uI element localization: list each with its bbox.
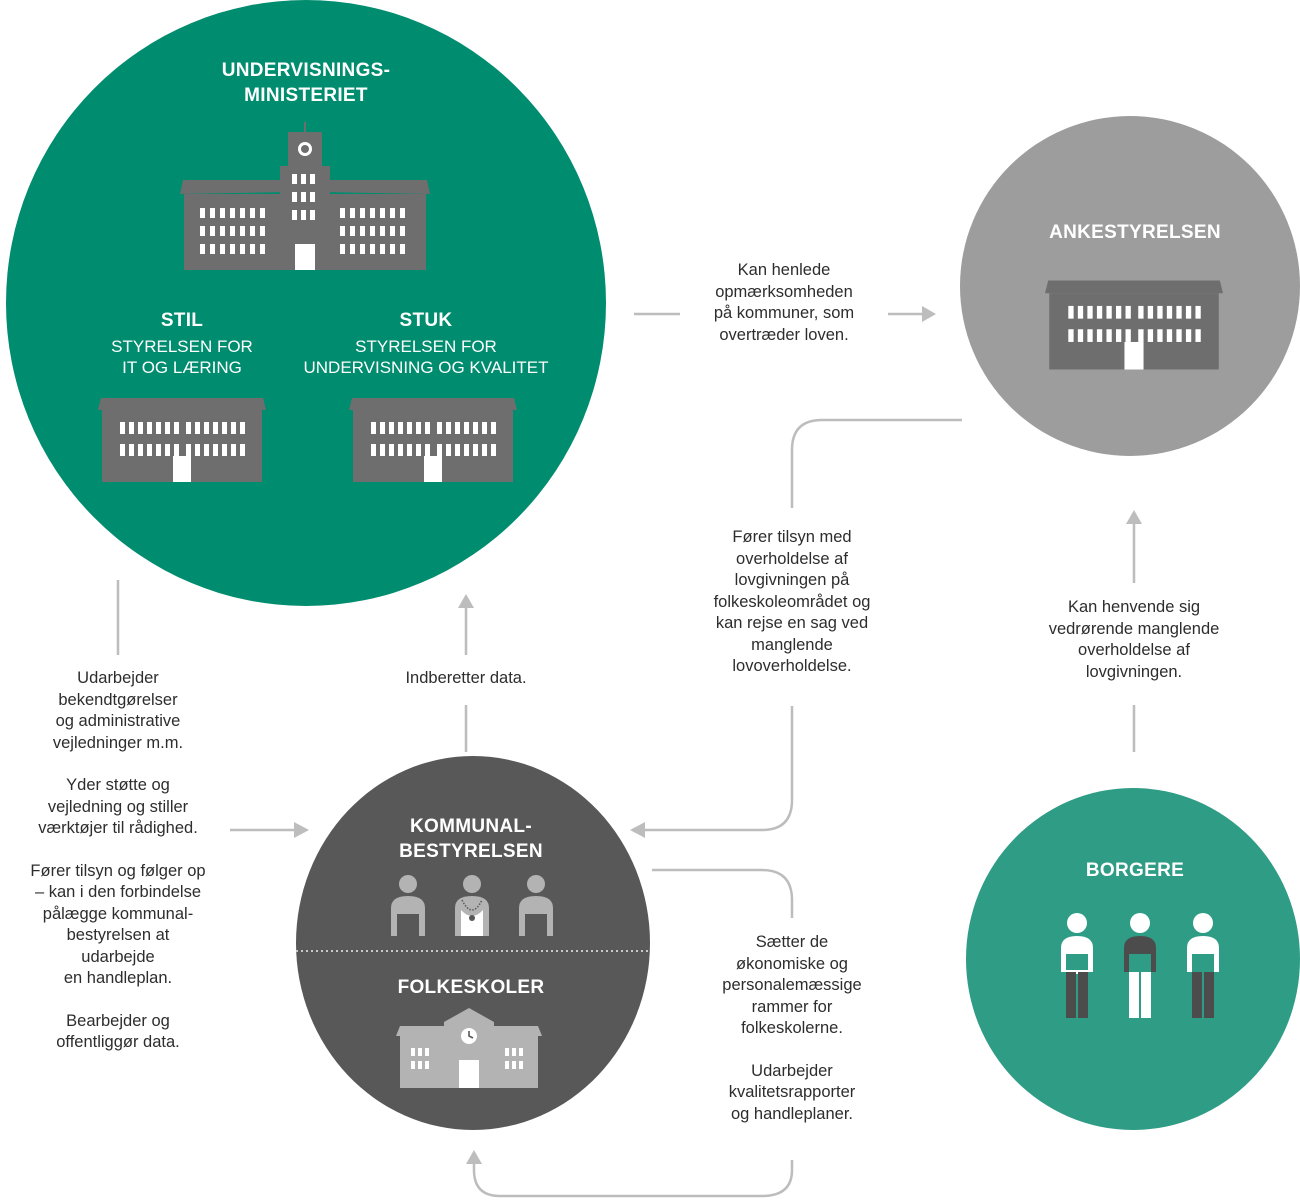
arrow-to-council-from-schools xyxy=(466,1150,482,1164)
council-members-icon xyxy=(391,875,553,936)
arrow-to-appeals xyxy=(922,306,936,322)
note-council-to-ministry: Indberetter data. xyxy=(405,669,527,687)
note-ministry-to-council-2: Yder støtte og vejledning og stiller vær… xyxy=(38,776,198,837)
stuk-abbr: STUK xyxy=(399,310,453,331)
note-ministry-to-appeals: Kan henlede opmærksomheden på kommuner, … xyxy=(713,261,855,344)
stuk-name: STYRELSEN FOR UNDERVISNING OG KVALITET xyxy=(303,337,549,377)
stuk-building-icon xyxy=(349,398,517,482)
note-council-to-schools-2: Udarbejder kvalitetsrapporter og handlep… xyxy=(728,1061,856,1123)
arrow-to-council-from-appeals xyxy=(630,822,645,838)
arrow-to-council-from-ministry xyxy=(294,822,309,838)
connector-council-schools-bottom xyxy=(472,1160,794,1198)
citizens-title: BORGERE xyxy=(1085,860,1185,881)
note-council-to-schools: Sætter de økonomiske og personalemæssige… xyxy=(694,932,890,1146)
connector-appeals-council-bottom xyxy=(645,706,794,832)
note-ministry-to-council-4: Bearbejder og offentliggør data. xyxy=(56,1011,180,1052)
divider-dotted xyxy=(296,950,650,952)
note-ministry-to-council-3: Fører tilsyn og følger op – kan i den fo… xyxy=(30,861,206,988)
school-building-icon xyxy=(396,1008,542,1088)
appeals-title: ANKESTYRELSEN xyxy=(1049,222,1221,243)
citizens-icon xyxy=(1061,913,1219,1018)
arrow-to-appeals-from-citizens xyxy=(1126,510,1142,524)
appeals-building-icon xyxy=(1045,280,1223,370)
citizens-circle xyxy=(966,788,1300,1130)
arrow-to-ministry-from-council xyxy=(458,594,474,608)
ministry-title: UNDERVISNINGS- MINISTERIET xyxy=(221,60,391,106)
stil-building-icon xyxy=(98,398,266,482)
note-ministry-to-council: Udarbejder bekendtgørelser og administra… xyxy=(8,668,228,1075)
note-ministry-to-council-1: Udarbejder bekendtgørelser og administra… xyxy=(52,669,184,752)
ministry-circle xyxy=(6,0,606,606)
note-council-to-schools-1: Sætter de økonomiske og personalemæssige… xyxy=(722,933,862,1037)
connector-appeals-council-top xyxy=(790,418,962,508)
note-citizens-to-appeals: Kan henvende sig vedrørende manglende ov… xyxy=(1048,598,1220,681)
note-appeals-to-council: Fører tilsyn med overholdelse af lovgivn… xyxy=(713,528,871,675)
stil-name: STYRELSEN FOR IT OG LÆRING xyxy=(111,337,253,377)
connector-council-schools-top xyxy=(652,868,794,918)
stil-abbr: STIL xyxy=(160,310,204,331)
ministry-building-icon xyxy=(180,122,430,270)
council-title: KOMMUNAL- BESTYRELSEN xyxy=(399,816,543,862)
schools-title: FOLKESKOLER xyxy=(397,977,545,998)
